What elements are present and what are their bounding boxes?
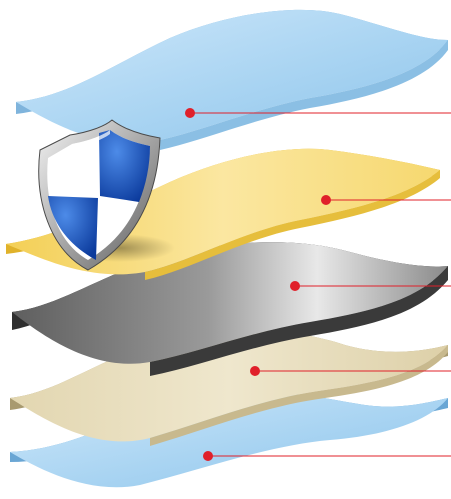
layer-top-blue [16,10,448,150]
